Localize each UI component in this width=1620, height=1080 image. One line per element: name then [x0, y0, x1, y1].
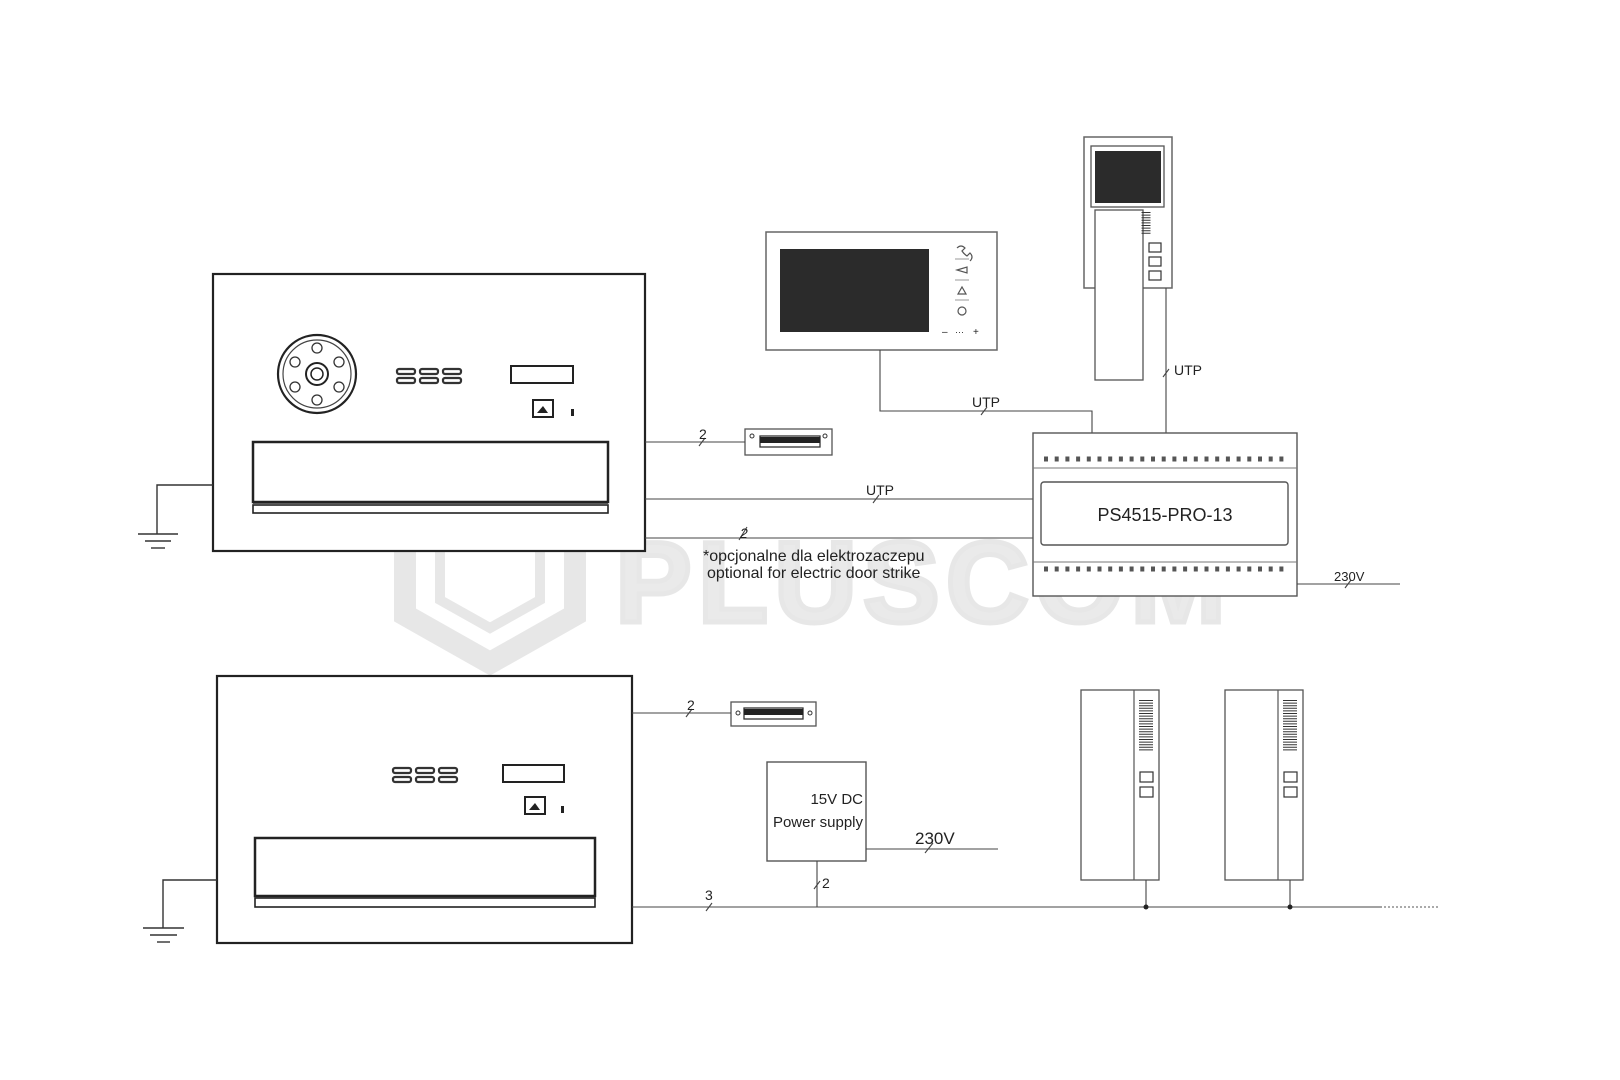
- monitor-screen: [780, 249, 929, 332]
- controller-label: PS4515-PRO-13: [1097, 505, 1232, 525]
- door-panel-top: [211, 272, 647, 553]
- handset-2-button-1: [1283, 771, 1298, 783]
- label-psu-wires: 2: [822, 875, 830, 891]
- ground-icon-top: [138, 484, 213, 549]
- handset-monitor: [1083, 136, 1173, 381]
- handset-button-2: [1148, 256, 1162, 267]
- label-bottom-strike-wires: 2: [687, 697, 695, 713]
- handset-1-button-2: [1139, 786, 1154, 798]
- card-reader-panel-bottom: [253, 836, 597, 908]
- power-icon: [957, 306, 967, 316]
- bus-junction-1: [1143, 904, 1149, 910]
- label-handset-utp: UTP: [1174, 362, 1202, 378]
- handset-screen: [1095, 151, 1161, 203]
- intercom-handset-1: [1080, 689, 1160, 881]
- speaker-grille-icon-bottom: [391, 766, 459, 784]
- power-supply: 15V DC Power supply: [766, 761, 867, 862]
- handset-2-button-2: [1283, 786, 1298, 798]
- note-optional-pl: *opcjonalne dla elektrozaczepu: [703, 548, 924, 565]
- bell-icon: [954, 266, 968, 274]
- psu-line2: Power supply: [773, 814, 864, 831]
- card-reader-panel: [251, 440, 610, 514]
- bus-junction-2: [1287, 904, 1293, 910]
- handset-1-button-1: [1139, 771, 1154, 783]
- label-bus-wires: 3: [705, 887, 713, 903]
- speaker-grille-icon: [395, 367, 463, 385]
- note-optional-en: optional for electric door strike: [707, 565, 921, 582]
- door-strike-bottom: [730, 701, 817, 727]
- psu-line1: 15V DC: [810, 791, 863, 808]
- led-indicator: [571, 409, 574, 416]
- call-button-icon-bottom: [524, 796, 546, 815]
- door-strike-top: [744, 428, 833, 456]
- intercom-handset-2: [1224, 689, 1304, 881]
- call-button-icon: [532, 399, 554, 418]
- label-mains-top: 230V: [1334, 569, 1365, 584]
- label-monitor-utp: UTP: [972, 394, 1000, 410]
- door-panel-bottom: [215, 674, 634, 945]
- volume-minus-icon: –: [942, 327, 948, 338]
- label-top-panel-utp: UTP: [866, 482, 894, 498]
- volume-plus-icon: +: [973, 327, 979, 338]
- ground-icon-bottom: [143, 879, 217, 943]
- key-icon: [956, 285, 968, 295]
- wire-monitor-utp: [879, 350, 1093, 433]
- led-indicator-bottom: [561, 806, 564, 813]
- video-monitor: – ··· +: [765, 231, 998, 351]
- handset-icon: [956, 245, 973, 262]
- camera-icon: [276, 333, 358, 415]
- volume-dots-icon: ···: [955, 327, 964, 337]
- label-top-strike-wires: 2: [699, 426, 707, 442]
- name-label-slot: [510, 365, 574, 384]
- controller-module: PS4515-PRO-13: [1032, 432, 1298, 597]
- label-mains-bottom: 230V: [915, 829, 955, 848]
- name-label-slot-bottom: [502, 764, 565, 783]
- handset-button-3: [1148, 270, 1162, 281]
- label-optional-wires: 2: [739, 525, 748, 541]
- handset-button-1: [1148, 242, 1162, 253]
